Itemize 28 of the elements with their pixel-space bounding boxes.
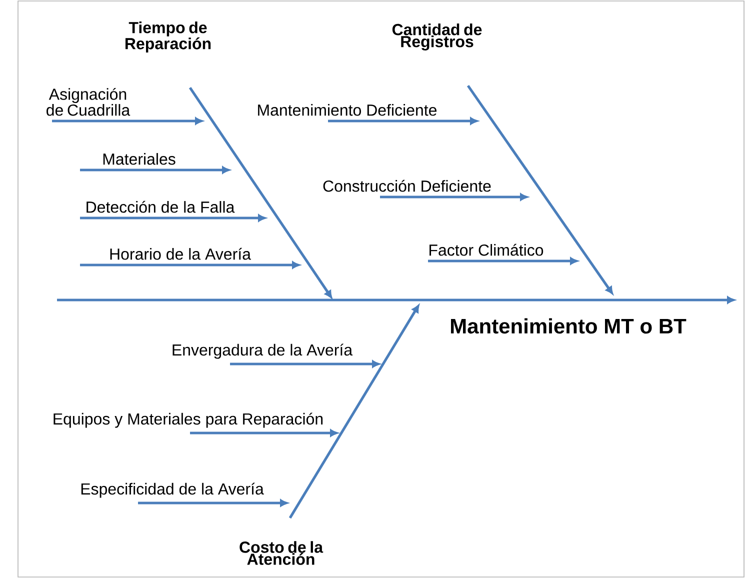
arrow bbox=[80, 261, 300, 269]
cause-label: Equipos y Materiales para Reparación bbox=[54, 412, 323, 428]
category-label: Tiempo de Reparación bbox=[126, 22, 211, 52]
effect-label: Mantenimiento MT o BT bbox=[451, 318, 686, 334]
arrow bbox=[230, 360, 380, 368]
arrow bbox=[288, 304, 420, 519]
cause-label: Mantenimiento Deficiente bbox=[258, 104, 437, 116]
category-label: Costo de la Atención bbox=[240, 541, 324, 565]
arrow bbox=[57, 296, 735, 304]
arrow bbox=[428, 257, 578, 265]
cause-label: Materiales bbox=[103, 153, 176, 165]
arrow bbox=[328, 117, 478, 125]
cause-label: Detección de la Falla bbox=[86, 200, 235, 213]
cause-label: Construcción Deficiente bbox=[323, 180, 491, 192]
arrow bbox=[138, 499, 288, 507]
cause-label: Horario de la Avería bbox=[110, 248, 251, 260]
arrow bbox=[190, 429, 338, 437]
cause-label: Envergadura de la Avería bbox=[172, 344, 353, 359]
arrow bbox=[466, 84, 614, 294]
category-label: Cantidad de Registros bbox=[392, 24, 482, 50]
cause-label: Asignación de Cuadrilla bbox=[46, 88, 130, 116]
arrow bbox=[380, 193, 528, 201]
arrow bbox=[188, 86, 332, 298]
cause-label: Especificidad de la Avería bbox=[81, 482, 264, 498]
arrow bbox=[80, 214, 266, 222]
arrow bbox=[52, 117, 203, 125]
cause-label: Factor Climático bbox=[430, 244, 544, 256]
arrow bbox=[80, 166, 230, 174]
